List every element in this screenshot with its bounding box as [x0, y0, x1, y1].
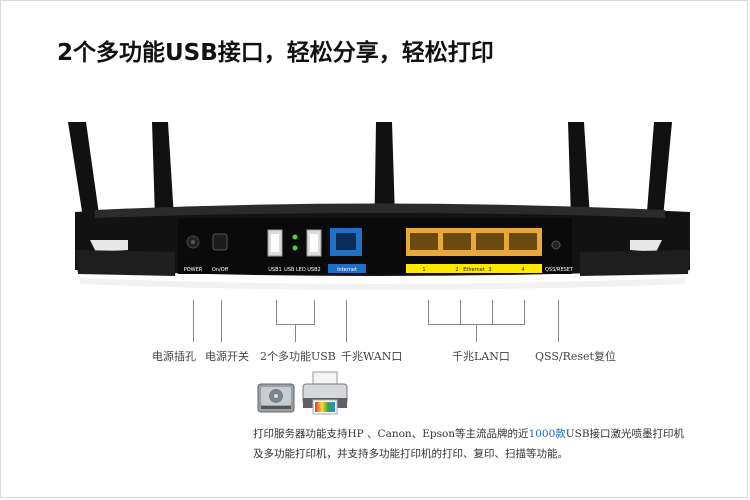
callout-line-wan — [346, 300, 347, 342]
callout-qss-reset: QSS/Reset复位 — [535, 350, 616, 363]
callout-wan: 千兆WAN口 — [341, 350, 403, 363]
router-back-panel: POWER On/Off USB1 USB LED USB2 Internet … — [68, 122, 690, 290]
callout-line-usb — [295, 324, 296, 342]
printer-icon — [302, 371, 348, 415]
callout-line-lan — [476, 324, 477, 342]
callout-line-power-socket — [193, 300, 194, 342]
description-text-1: 打印服务器功能支持HP 、Canon、Epson等主流品牌的近 — [253, 428, 529, 440]
callout-line-usb1 — [276, 300, 277, 324]
label-power: POWER — [184, 267, 203, 273]
callout-line-lan3 — [492, 300, 493, 324]
printer-server-description: 打印服务器功能支持HP 、Canon、Epson等主流品牌的近1000款USB接… — [253, 424, 693, 464]
callout-line-qss — [558, 300, 559, 342]
callout-line-power-switch — [221, 300, 222, 342]
callout-usb: 2个多功能USB — [260, 350, 336, 363]
callout-power-switch: 电源开关 — [205, 350, 249, 363]
label-usb2: USB2 — [307, 267, 320, 273]
callout-line-lan1 — [428, 300, 429, 324]
description-highlight: 1000款 — [528, 428, 566, 440]
label-qss: QSS/RESET — [545, 267, 574, 273]
label-internet: Internet — [337, 267, 357, 273]
label-onoff: On/Off — [212, 267, 229, 273]
label-lan2: 2 — [455, 267, 458, 273]
label-lan4: 4 — [521, 267, 524, 273]
callout-power-socket: 电源插孔 — [152, 350, 196, 363]
callout-line-lan4 — [524, 300, 525, 324]
label-ethernet: Ethernet — [463, 267, 485, 273]
callout-line-usb2 — [314, 300, 315, 324]
callout-line-lan2 — [460, 300, 461, 324]
label-lan1: 1 — [422, 267, 425, 273]
hard-drive-icon — [257, 383, 295, 413]
callout-lan: 千兆LAN口 — [452, 350, 510, 363]
label-usb-led: USB LED — [284, 267, 306, 273]
description-text-2: USB接口激光喷墨打印机及多功能打印机，并支持多功能打印机的打印、复印、扫描等功… — [253, 428, 685, 460]
label-lan3: 3 — [488, 267, 491, 273]
label-usb1: USB1 — [268, 267, 281, 273]
page-title: 2个多功能USB接口，轻松分享，轻松打印 — [57, 40, 494, 66]
